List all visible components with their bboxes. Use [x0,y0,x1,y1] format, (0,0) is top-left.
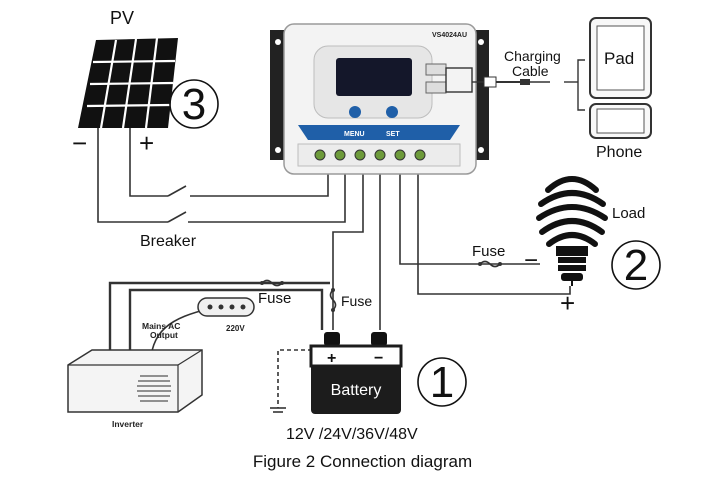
battery-voltages-label: 12V /24V/36V/48V [286,426,418,443]
pad-device [589,17,652,99]
charging-cable [445,59,585,111]
marker-1-number: 1 [430,358,454,407]
pv-label: PV [110,8,134,28]
mains-ac-label-line2: Output [150,330,178,340]
marker-2: 2 [611,240,661,290]
battery-plus-sign: + [327,350,336,367]
breaker-label: Breaker [140,233,197,250]
battery-minus-sign: − [374,350,383,367]
inverter [67,349,203,413]
inverter-label: Inverter [112,419,144,429]
socket-voltage-label: 220V [226,324,245,333]
charging-cable-label-line2: Cable [512,63,549,79]
mains-ac-label-line1: Mains AC [142,321,180,331]
controller-model-label: VS4024AU [432,32,467,39]
set-button-label: SET [386,131,400,138]
pv-plus-sign: + [139,128,154,158]
battery-fuse [329,288,337,312]
figure-caption: Figure 2 Connection diagram [252,452,473,471]
marker-3: 3 [169,79,219,129]
load-fuse [478,260,502,268]
battery [309,332,403,414]
marker-2-number: 2 [624,241,648,290]
marker-1: 1 [417,357,467,407]
battery-label: Battery [331,382,382,399]
load-fuse-label: Fuse [472,243,505,260]
inverter-fuse-label: Fuse [258,290,291,307]
load-minus-sign: − [524,247,538,274]
menu-button-label: MENU [344,131,365,138]
load-plus-sign: + [560,288,575,318]
battery-fuse-label: Fuse [341,293,372,309]
ac-socket [197,297,255,317]
charging-cable-label-line1: Charging [504,48,561,64]
pv-minus-sign: − [72,128,87,158]
phone-label: Phone [596,144,642,161]
pad-label: Pad [604,49,634,68]
inverter-fuse [260,279,284,287]
pv-panel [78,37,178,155]
phone-device [589,103,652,139]
marker-3-number: 3 [182,80,206,129]
load-bulb [536,176,608,286]
charge-controller [270,23,489,175]
load-label: Load [612,205,645,222]
